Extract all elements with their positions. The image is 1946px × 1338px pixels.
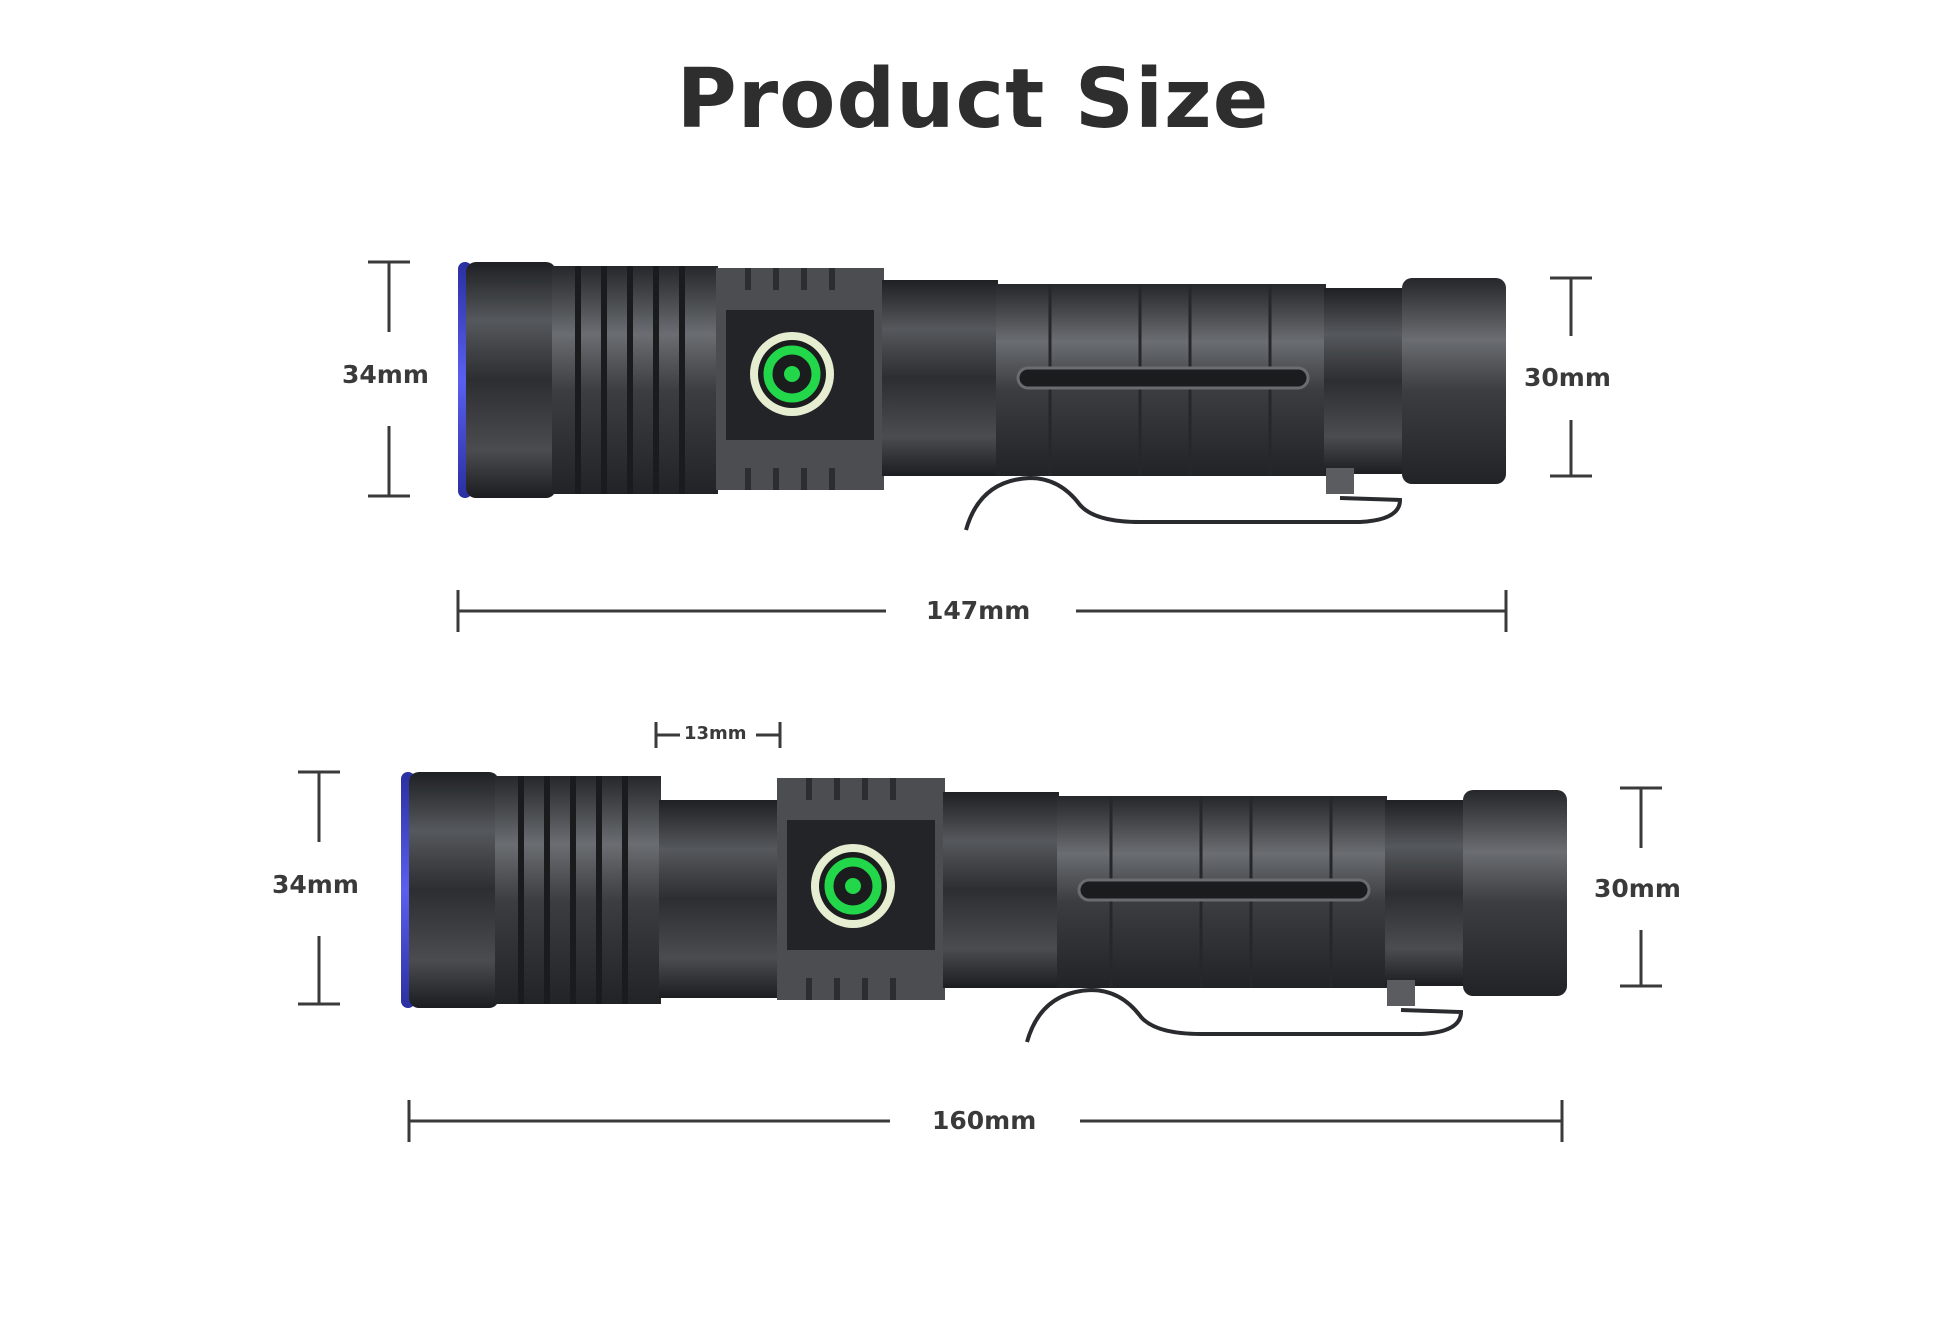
zoom-extension-label: 13mm bbox=[684, 723, 747, 744]
flashlight-collapsed bbox=[458, 262, 1506, 531]
head-bezel bbox=[409, 772, 499, 1008]
tail-cap bbox=[1463, 790, 1567, 996]
tail-cap bbox=[1402, 278, 1506, 484]
collapsed-tail-diameter-label: 30mm bbox=[1524, 363, 1611, 392]
battery-indicator-icon bbox=[824, 857, 882, 915]
pocket-clip bbox=[1025, 987, 1464, 1043]
battery-indicator-icon bbox=[763, 345, 821, 403]
extended-head-diameter-label: 34mm bbox=[272, 870, 359, 899]
page-title: Product Size bbox=[676, 52, 1270, 147]
pocket-clip bbox=[964, 475, 1403, 531]
collapsed-length-label: 147mm bbox=[926, 596, 1031, 625]
head-bezel bbox=[466, 262, 556, 498]
extended-tail-diameter-label: 30mm bbox=[1594, 874, 1681, 903]
collapsed-head-diameter-label: 34mm bbox=[342, 360, 429, 389]
flashlight-extended bbox=[401, 772, 1567, 1043]
dimension-lines bbox=[298, 260, 1662, 1142]
zoom-sleeve bbox=[659, 800, 781, 998]
extended-length-label: 160mm bbox=[932, 1106, 1037, 1135]
